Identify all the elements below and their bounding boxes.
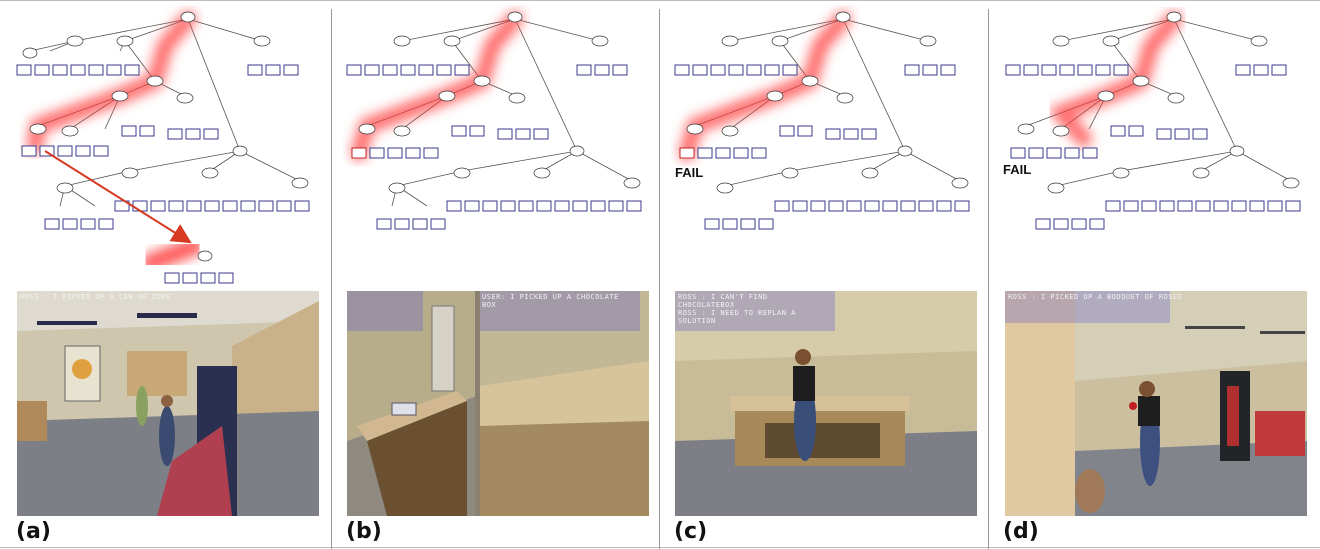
panel-b: USER: I PICKED UP A CHOCOLATE BOX (b) [332, 1, 659, 549]
scene-caption: ROSS : I CAN'T FIND CHOCOLATEBOX ROSS : … [678, 293, 796, 325]
panel-label: (d) [1003, 519, 1039, 544]
panel-a: ROSS : I PICKED UP A CAN OF COKE (a) [0, 1, 331, 549]
plan-highlight-path [1047, 11, 1182, 147]
panel-label: (a) [16, 519, 51, 544]
panel-label: (c) [674, 519, 708, 544]
game-scene-d: ROSS : I PICKED UP A BOUQUET OF ROSES [1005, 291, 1307, 516]
scene-caption: ROSS : I PICKED UP A CAN OF COKE [20, 293, 171, 301]
tree-leaf-boxes [346, 64, 642, 230]
fail-label: FAIL [675, 165, 704, 180]
game-scene-a: ROSS : I PICKED UP A CAN OF COKE [17, 291, 319, 516]
scene-caption: USER: I PICKED UP A CHOCOLATE BOX [482, 293, 619, 309]
panel-divider [659, 9, 660, 549]
plan-highlight-path [679, 11, 851, 161]
htn-tree-c [674, 11, 970, 230]
expanded-subtree-highlight [141, 237, 204, 272]
htn-tree-d [1005, 11, 1301, 230]
tree-nodes [22, 11, 309, 194]
htn-tree-b [346, 11, 642, 230]
panel-d: FAIL ROSS : I PICKED UP A BOUQUET OF RO [989, 1, 1320, 549]
tree-leaf-boxes [1005, 64, 1301, 230]
tree-nodes [358, 11, 641, 194]
scene-caption: ROSS : I PICKED UP A BOUQUET OF ROSES [1008, 293, 1183, 301]
tree-nodes [1017, 11, 1300, 194]
plan-highlight-path [351, 11, 523, 161]
panel-label: (b) [346, 519, 382, 544]
expanded-subtree-leaves [164, 272, 234, 284]
game-scene-c: ROSS : I CAN'T FIND CHOCOLATEBOX ROSS : … [675, 291, 977, 516]
panel-divider [988, 9, 989, 549]
panel-c: FAIL ROSS : I CAN'T FIND CHOCOLATEBOX RO… [660, 1, 988, 549]
tree-leaf-boxes [16, 64, 310, 230]
plan-highlight-path [27, 11, 196, 154]
fail-label: FAIL [1003, 162, 1032, 177]
panel-divider [331, 9, 332, 549]
game-scene-b: USER: I PICKED UP A CHOCOLATE BOX [347, 291, 649, 516]
htn-tree-a [16, 11, 310, 284]
expansion-arrow [44, 150, 192, 244]
tree-leaf-boxes [674, 64, 970, 230]
tree-nodes [686, 11, 969, 194]
